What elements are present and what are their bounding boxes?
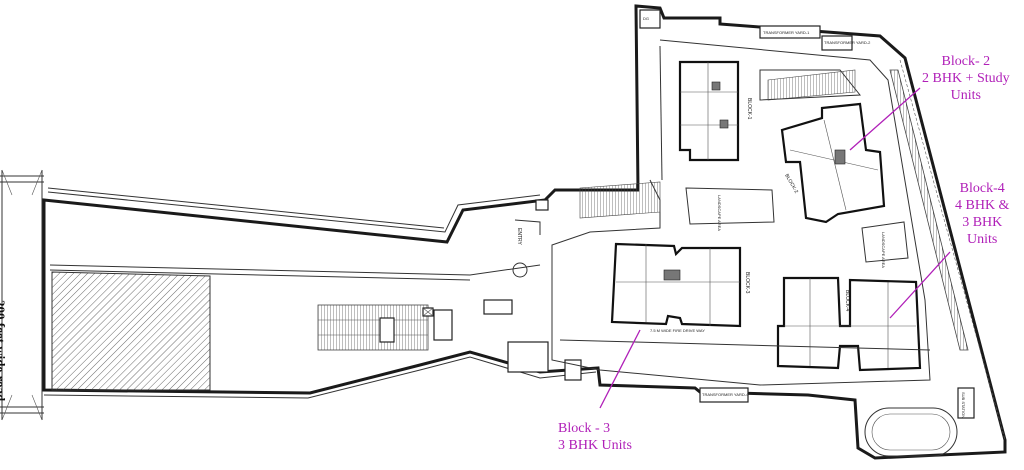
annotation-leaders <box>599 87 951 409</box>
transformer-4-label: TRANSFORMER YARD-4 <box>702 392 749 397</box>
block-2-type: 2 BHK + Study <box>922 71 1010 86</box>
landscape-label-1: LANDSCAPE AREA <box>717 195 722 231</box>
parking-rows-lower <box>317 299 582 381</box>
sub-station-label: SUB STATION <box>961 392 966 418</box>
block-1: BLOCK-1 <box>678 60 752 162</box>
block-4-label: BLOCK-4 <box>844 290 850 312</box>
block-2-label: BLOCK-2 <box>783 173 799 195</box>
block-3-type: 3 BHK Units <box>558 438 632 453</box>
transformer-yards: DG TRANSFORMER YARD-1 TRANSFORMER YARD-2… <box>639 9 975 419</box>
transformer-1-label: TRANSFORMER YARD-1 <box>763 30 810 35</box>
block-4: BLOCK-4 <box>776 276 922 372</box>
block-2-annotation: Block- 2 2 BHK + Study Units <box>922 53 1010 104</box>
block-4-title: Block-4 <box>959 181 1005 196</box>
transformer-2-label: TRANSFORMER YARD-2 <box>824 40 871 45</box>
block-3: BLOCK-3 <box>610 242 750 328</box>
block-3-title: Block - 3 <box>558 421 611 436</box>
main-road <box>0 169 44 421</box>
circular-drive <box>864 407 958 457</box>
landscape-label-2: LANDSCAPE AREA <box>881 232 886 268</box>
block-4-annotation: Block-4 4 BHK & 3 BHK Units <box>955 180 1009 248</box>
hatched-open-area <box>51 271 211 391</box>
block-4-type-1: 4 BHK & <box>955 198 1010 213</box>
block-4-units: Units <box>967 232 998 247</box>
block-4-type-2: 3 BHK <box>962 215 1003 230</box>
entry-label: ENTRY <box>516 228 522 246</box>
internal-driveways: 7.5 M WIDE FIRE DRIVE WAY <box>551 39 931 386</box>
dg-label: DG <box>643 16 649 21</box>
driveway-label: 7.5 M WIDE FIRE DRIVE WAY <box>650 328 705 333</box>
landscape-areas: LANDSCAPE AREA LANDSCAPE AREA <box>685 187 909 268</box>
block-2-units: Units <box>950 88 981 103</box>
road-label: 200 feet wide road <box>0 300 8 402</box>
block-3-annotation: Block - 3 3 BHK Units <box>558 420 632 454</box>
parking-stalls-right <box>579 59 1006 441</box>
block-2-title: Block- 2 <box>941 54 991 69</box>
entry-gate: ENTRY <box>512 199 549 278</box>
block-1-label: BLOCK-1 <box>746 98 752 120</box>
block-3-label: BLOCK-3 <box>744 272 750 294</box>
block-2: BLOCK-2 <box>780 102 886 224</box>
